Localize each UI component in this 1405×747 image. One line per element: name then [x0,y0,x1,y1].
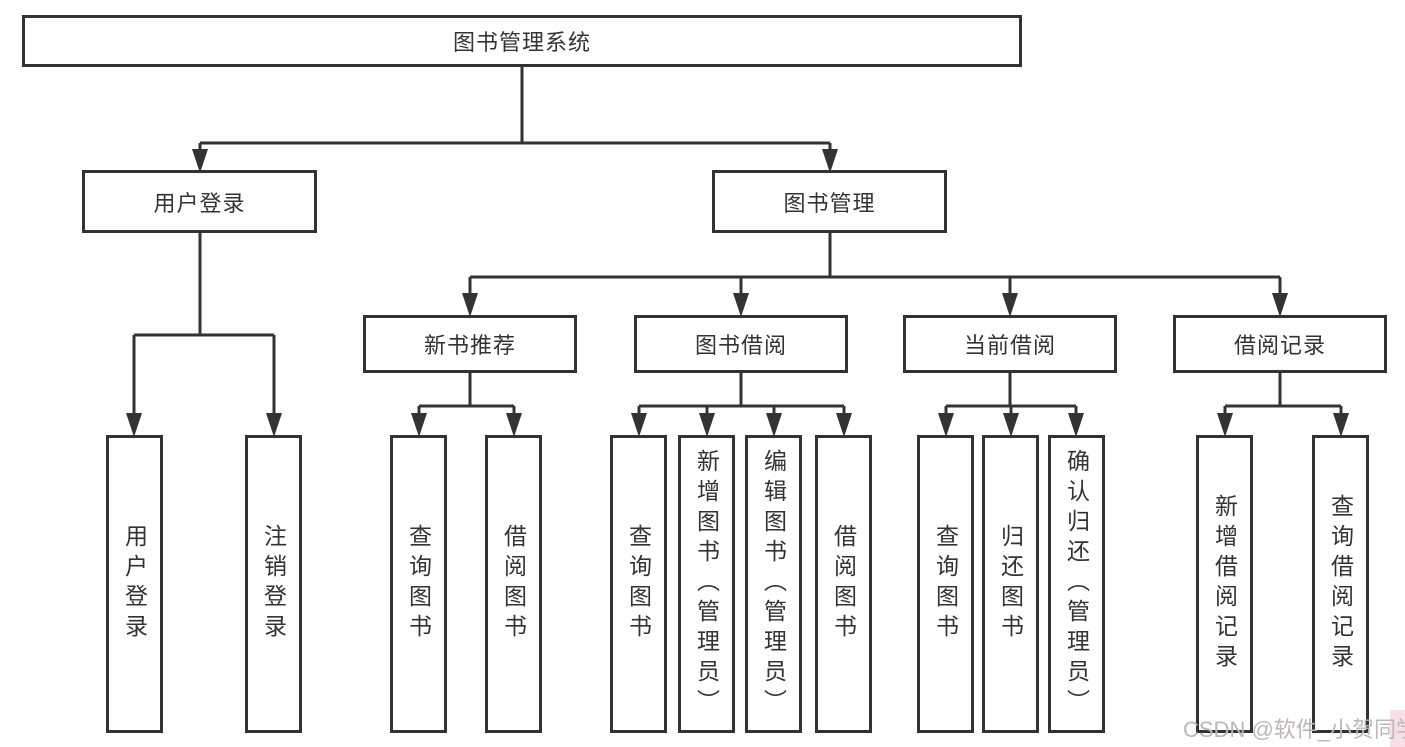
leaf-add-book-admin: 新增图书（管理员） [678,435,735,733]
node-book-borrowing: 图书借阅 [634,315,848,373]
watermark: CSDN @软件_小贺同学 [1183,717,1405,742]
leaf-return-books: 归还图书 [982,435,1039,733]
leaf-logout-login: 注销登录 [245,435,302,733]
leaf-query-books-current: 查询图书 [917,435,974,733]
node-user-login: 用户登录 [82,170,317,233]
node-book-management: 图书管理 [712,170,947,233]
node-current-borrowing: 当前借阅 [903,315,1117,373]
watermark-band [1390,710,1405,747]
leaf-user-login: 用户登录 [106,435,163,733]
leaf-confirm-return-admin: 确认归还（管理员） [1048,435,1105,733]
leaf-add-borrow-record: 新增借阅记录 [1196,435,1253,733]
connector-paths [132,67,1343,416]
node-new-book-recommend: 新书推荐 [363,315,577,373]
leaf-borrow-books-borrowing: 借阅图书 [815,435,872,733]
leaf-query-books-borrowing: 查询图书 [610,435,667,733]
node-book-management-system: 图书管理系统 [22,15,1022,67]
node-borrowing-records: 借阅记录 [1173,315,1387,373]
arrowheads [126,149,1349,437]
leaf-edit-book-admin: 编辑图书（管理员） [745,435,802,733]
leaf-query-books-recommend: 查询图书 [390,435,447,733]
leaf-query-borrow-record: 查询借阅记录 [1312,435,1369,733]
leaf-borrow-books-recommend: 借阅图书 [485,435,542,733]
